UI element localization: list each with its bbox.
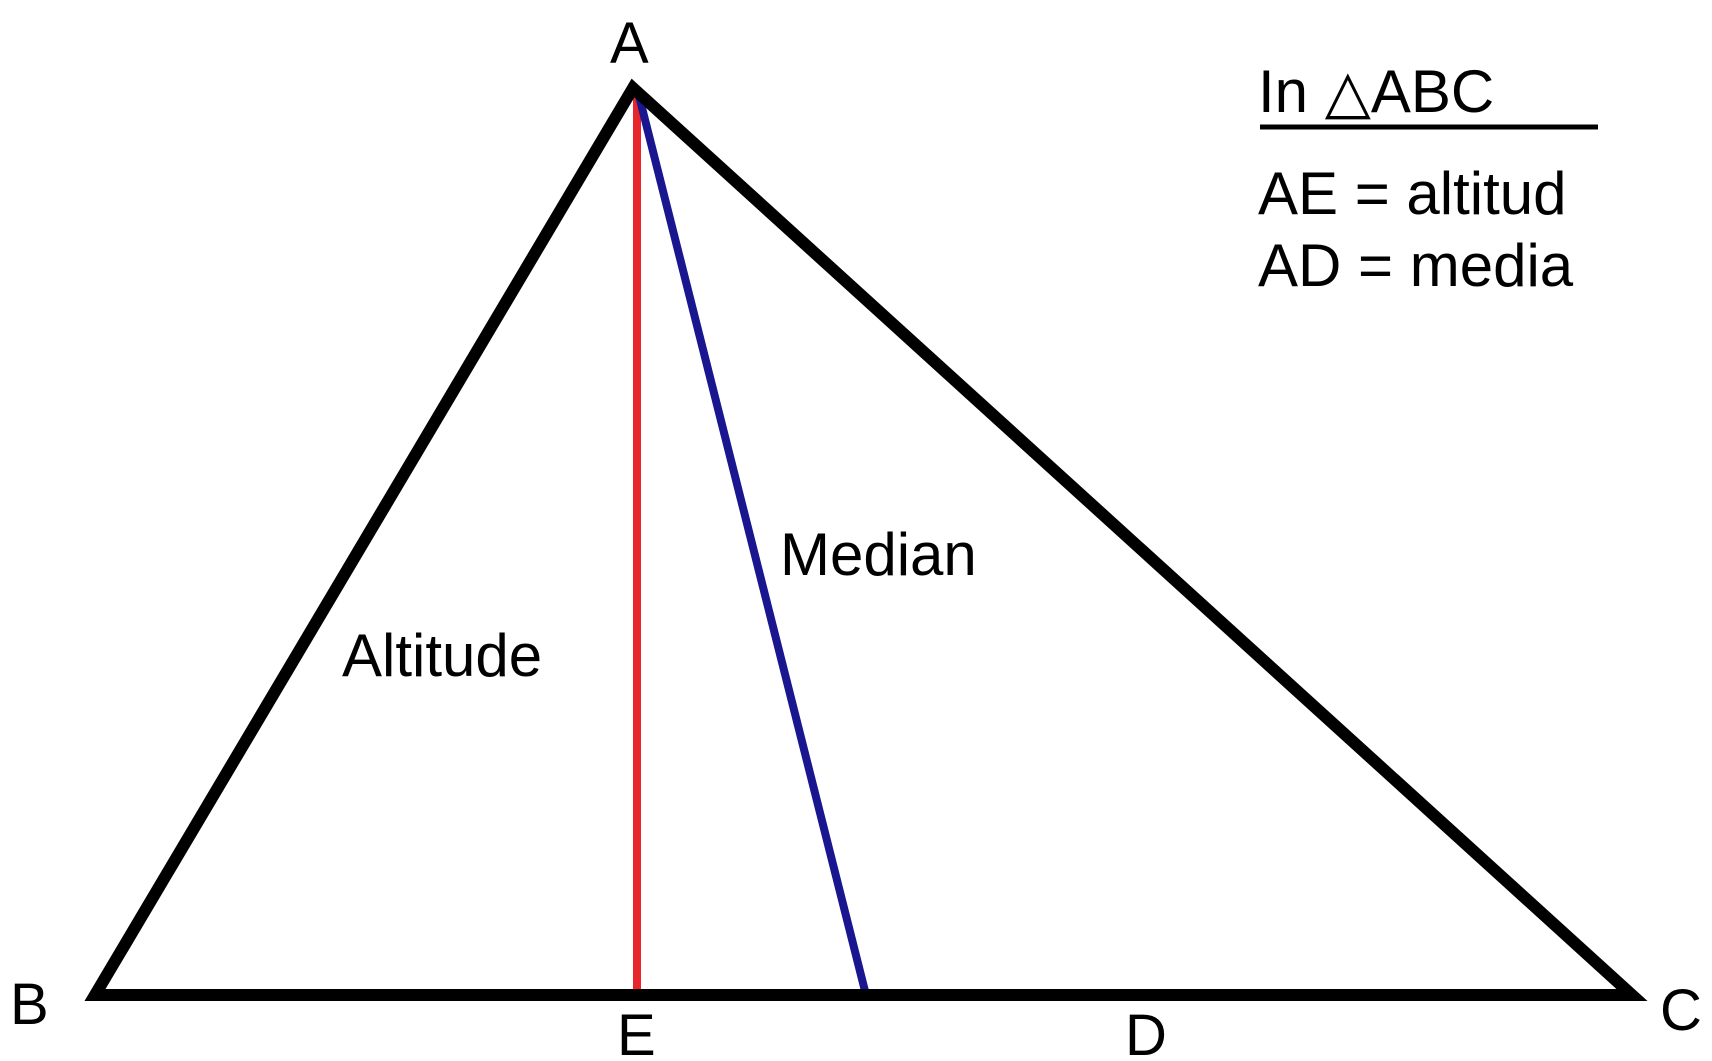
vertex-label-b: B	[10, 972, 49, 1037]
vertex-label-d: D	[1125, 1003, 1167, 1061]
legend-line-altitude: AE = altitud	[1258, 160, 1567, 227]
altitude-label: Altitude	[342, 622, 542, 689]
triangle-abc	[84, 78, 1648, 1001]
vertex-label-e: E	[617, 1003, 656, 1061]
median-label: Median	[780, 521, 977, 588]
vertex-label-a: A	[610, 11, 649, 76]
legend-title: In △ABC	[1258, 58, 1494, 125]
vertex-label-c: C	[1660, 978, 1702, 1043]
median-line-ad	[633, 87, 870, 996]
legend: In △ABC AE = altitud AD = media	[1258, 58, 1598, 299]
legend-line-median: AD = media	[1258, 232, 1574, 299]
